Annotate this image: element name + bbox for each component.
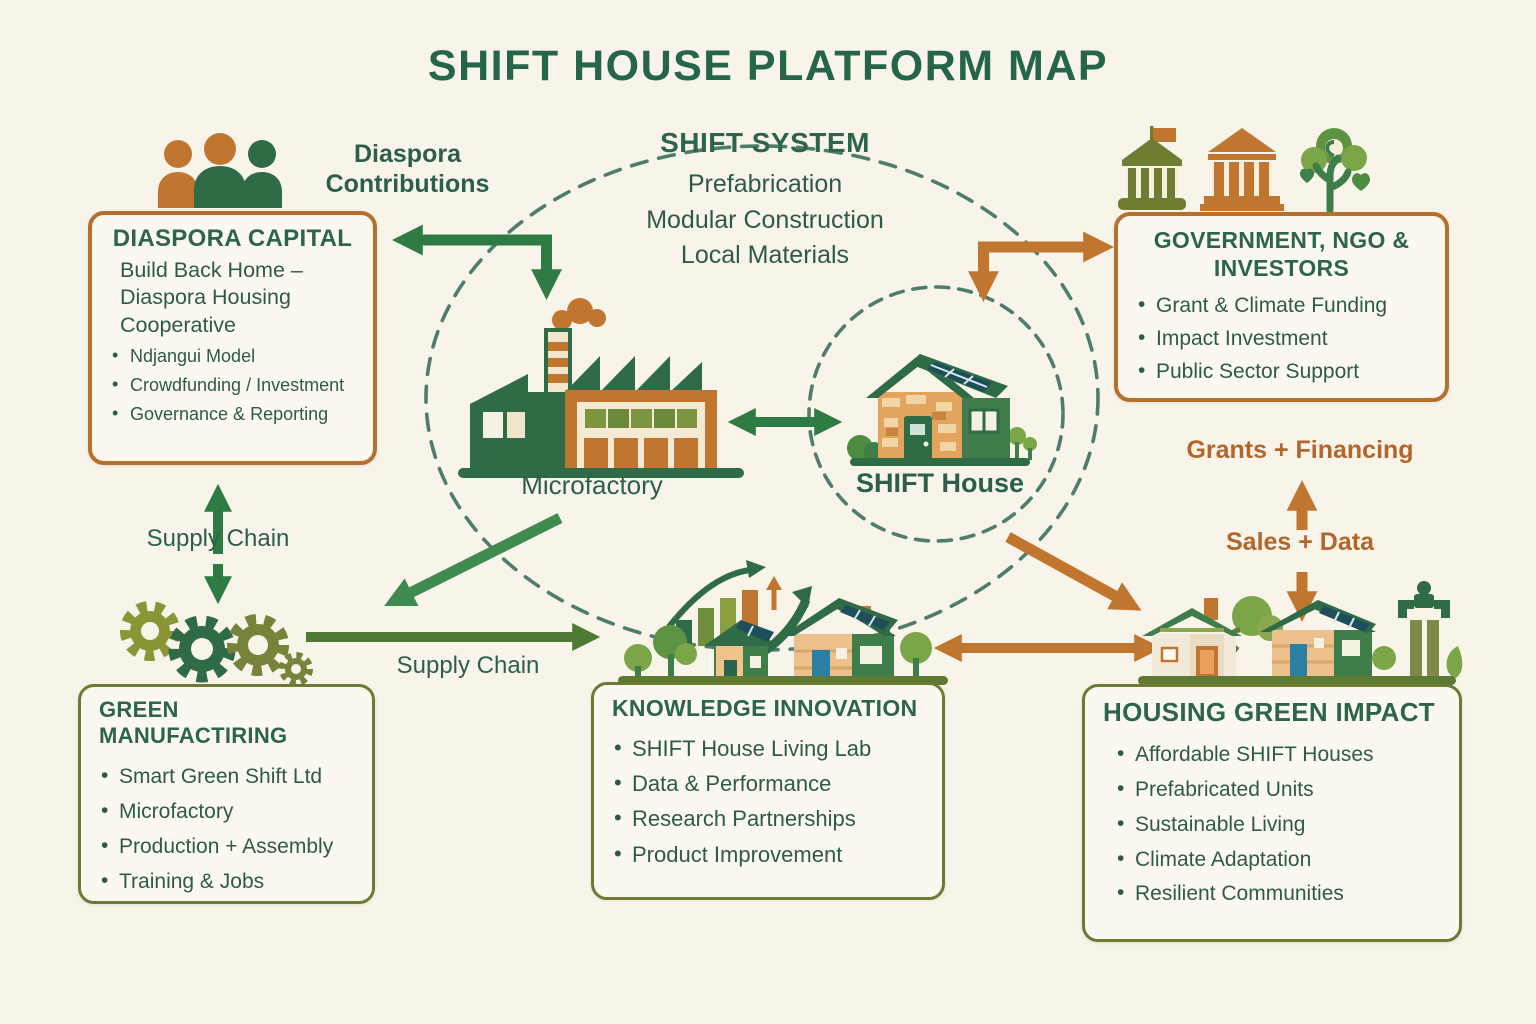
- government-bullets: Grant & Climate Funding Impact Investmen…: [1132, 289, 1431, 389]
- shift-system-line: Modular Construction: [646, 205, 884, 234]
- list-item: Governance & Reporting: [106, 399, 359, 429]
- knowledge-innovation-bullets: SHIFT House Living Lab Data & Performanc…: [608, 730, 928, 872]
- people-icon: [158, 133, 282, 208]
- list-item: Microfactory: [95, 793, 358, 829]
- shift-system-line: Local Materials: [680, 241, 850, 269]
- shift-system-block: SHIFT SYSTEM Prefabrication Modular Cons…: [580, 127, 950, 274]
- page-title: SHIFT HOUSE PLATFORM MAP: [427, 42, 1109, 90]
- gear: [279, 652, 313, 686]
- grants-financing-label: Grants + Financing: [1186, 436, 1414, 464]
- green-manufacturing-box: GREEN MANUFACTIRING Smart Green Shift Lt…: [78, 684, 375, 904]
- supply-chain-bottom-label: Supply Chain: [396, 652, 540, 679]
- shift-house-label: SHIFT House: [855, 468, 1024, 498]
- house-to-housing-arrow: [1005, 532, 1142, 611]
- microfactory-label: Microfactory: [521, 470, 663, 500]
- bank-icon: [1200, 128, 1284, 211]
- list-item: Crowdfunding / Investment: [106, 370, 359, 400]
- left-house: [1142, 598, 1242, 678]
- shift-system-line: Prefabrication: [687, 170, 843, 198]
- knowledge-innovation-box: KNOWLEDGE INNOVATION SHIFT House Living …: [591, 682, 945, 900]
- diaspora-contributions-label: Diaspora Contributions: [325, 140, 490, 198]
- housing-green-impact-title: HOUSING GREEN IMPACT: [1103, 697, 1435, 727]
- tree-hearts-icon: [1300, 128, 1370, 214]
- housing-green-impact-box: HOUSING GREEN IMPACT Affordable SHIFT Ho…: [1082, 684, 1462, 942]
- list-item: Resilient Communities: [1111, 876, 1445, 912]
- institution-icons: [1118, 126, 1370, 214]
- gear: [227, 614, 289, 676]
- diaspora-capital-bullets: Ndjangui Model Crowdfunding / Investment…: [106, 341, 359, 429]
- eco-houses-icon: [618, 560, 948, 685]
- factory-icon: [458, 298, 744, 478]
- list-item: Public Sector Support: [1132, 355, 1431, 389]
- list-item: Research Partnerships: [608, 800, 928, 836]
- diaspora-capital-box: DIASPORA CAPITAL Build Back Home – Diasp…: [88, 211, 377, 465]
- green-manufacturing-bullets: Smart Green Shift Ltd Microfactory Produ…: [95, 758, 358, 899]
- shift-system-title: SHIFT SYSTEM: [660, 127, 870, 158]
- knowledge-innovation-title: KNOWLEDGE INNOVATION: [612, 695, 918, 721]
- factory-to-manufacturing-arrow: [384, 513, 563, 606]
- list-item: Product Improvement: [608, 836, 928, 872]
- system-to-government-arrow: [968, 231, 1115, 303]
- water-tap-icon: [1398, 581, 1463, 678]
- small-house: [704, 620, 778, 682]
- house-bricks: [882, 395, 956, 451]
- government-box: GOVERNMENT, NGO & INVESTORS Grant & Clim…: [1114, 212, 1449, 402]
- list-item: Climate Adaptation: [1111, 842, 1445, 878]
- government-building-icon: [1118, 126, 1186, 210]
- big-house: [782, 598, 898, 683]
- solar-panel: [927, 362, 992, 392]
- list-item: Smart Green Shift Ltd: [95, 758, 358, 794]
- green-manufacturing-title: GREEN MANUFACTIRING: [99, 697, 288, 748]
- gear: [120, 601, 180, 661]
- sales-data-label: Sales + Data: [1225, 528, 1374, 556]
- diaspora-capital-subtitle: Build Back Home – Diaspora Housing Coope…: [120, 258, 303, 337]
- community-houses-icon: [1138, 581, 1463, 685]
- gears-icon: [120, 601, 313, 686]
- housing-green-impact-bullets: Affordable SHIFT Houses Prefabricated Un…: [1099, 737, 1445, 912]
- list-item: Grant & Climate Funding: [1132, 289, 1431, 323]
- factory-windows: [585, 409, 697, 428]
- list-item: Prefabricated Units: [1111, 772, 1445, 808]
- list-item: SHIFT House Living Lab: [608, 730, 928, 766]
- supply-chain-left-label: Supply Chain: [146, 525, 290, 552]
- list-item: Affordable SHIFT Houses: [1111, 737, 1445, 773]
- list-item: Ndjangui Model: [106, 341, 359, 371]
- diaspora-capital-title: DIASPORA CAPITAL: [112, 225, 353, 252]
- house-icon: [847, 354, 1037, 466]
- list-item: Data & Performance: [608, 765, 928, 801]
- list-item: Production + Assembly: [95, 828, 358, 864]
- government-title: GOVERNMENT, NGO & INVESTORS: [1153, 227, 1410, 282]
- list-item: Training & Jobs: [95, 863, 358, 899]
- list-item: Impact Investment: [1132, 322, 1431, 356]
- list-item: Sustainable Living: [1111, 807, 1445, 843]
- center-house: [1260, 600, 1376, 678]
- factory-doors: [584, 438, 698, 470]
- diaspora-to-factory-arrow: [391, 224, 562, 301]
- gear: [168, 615, 236, 683]
